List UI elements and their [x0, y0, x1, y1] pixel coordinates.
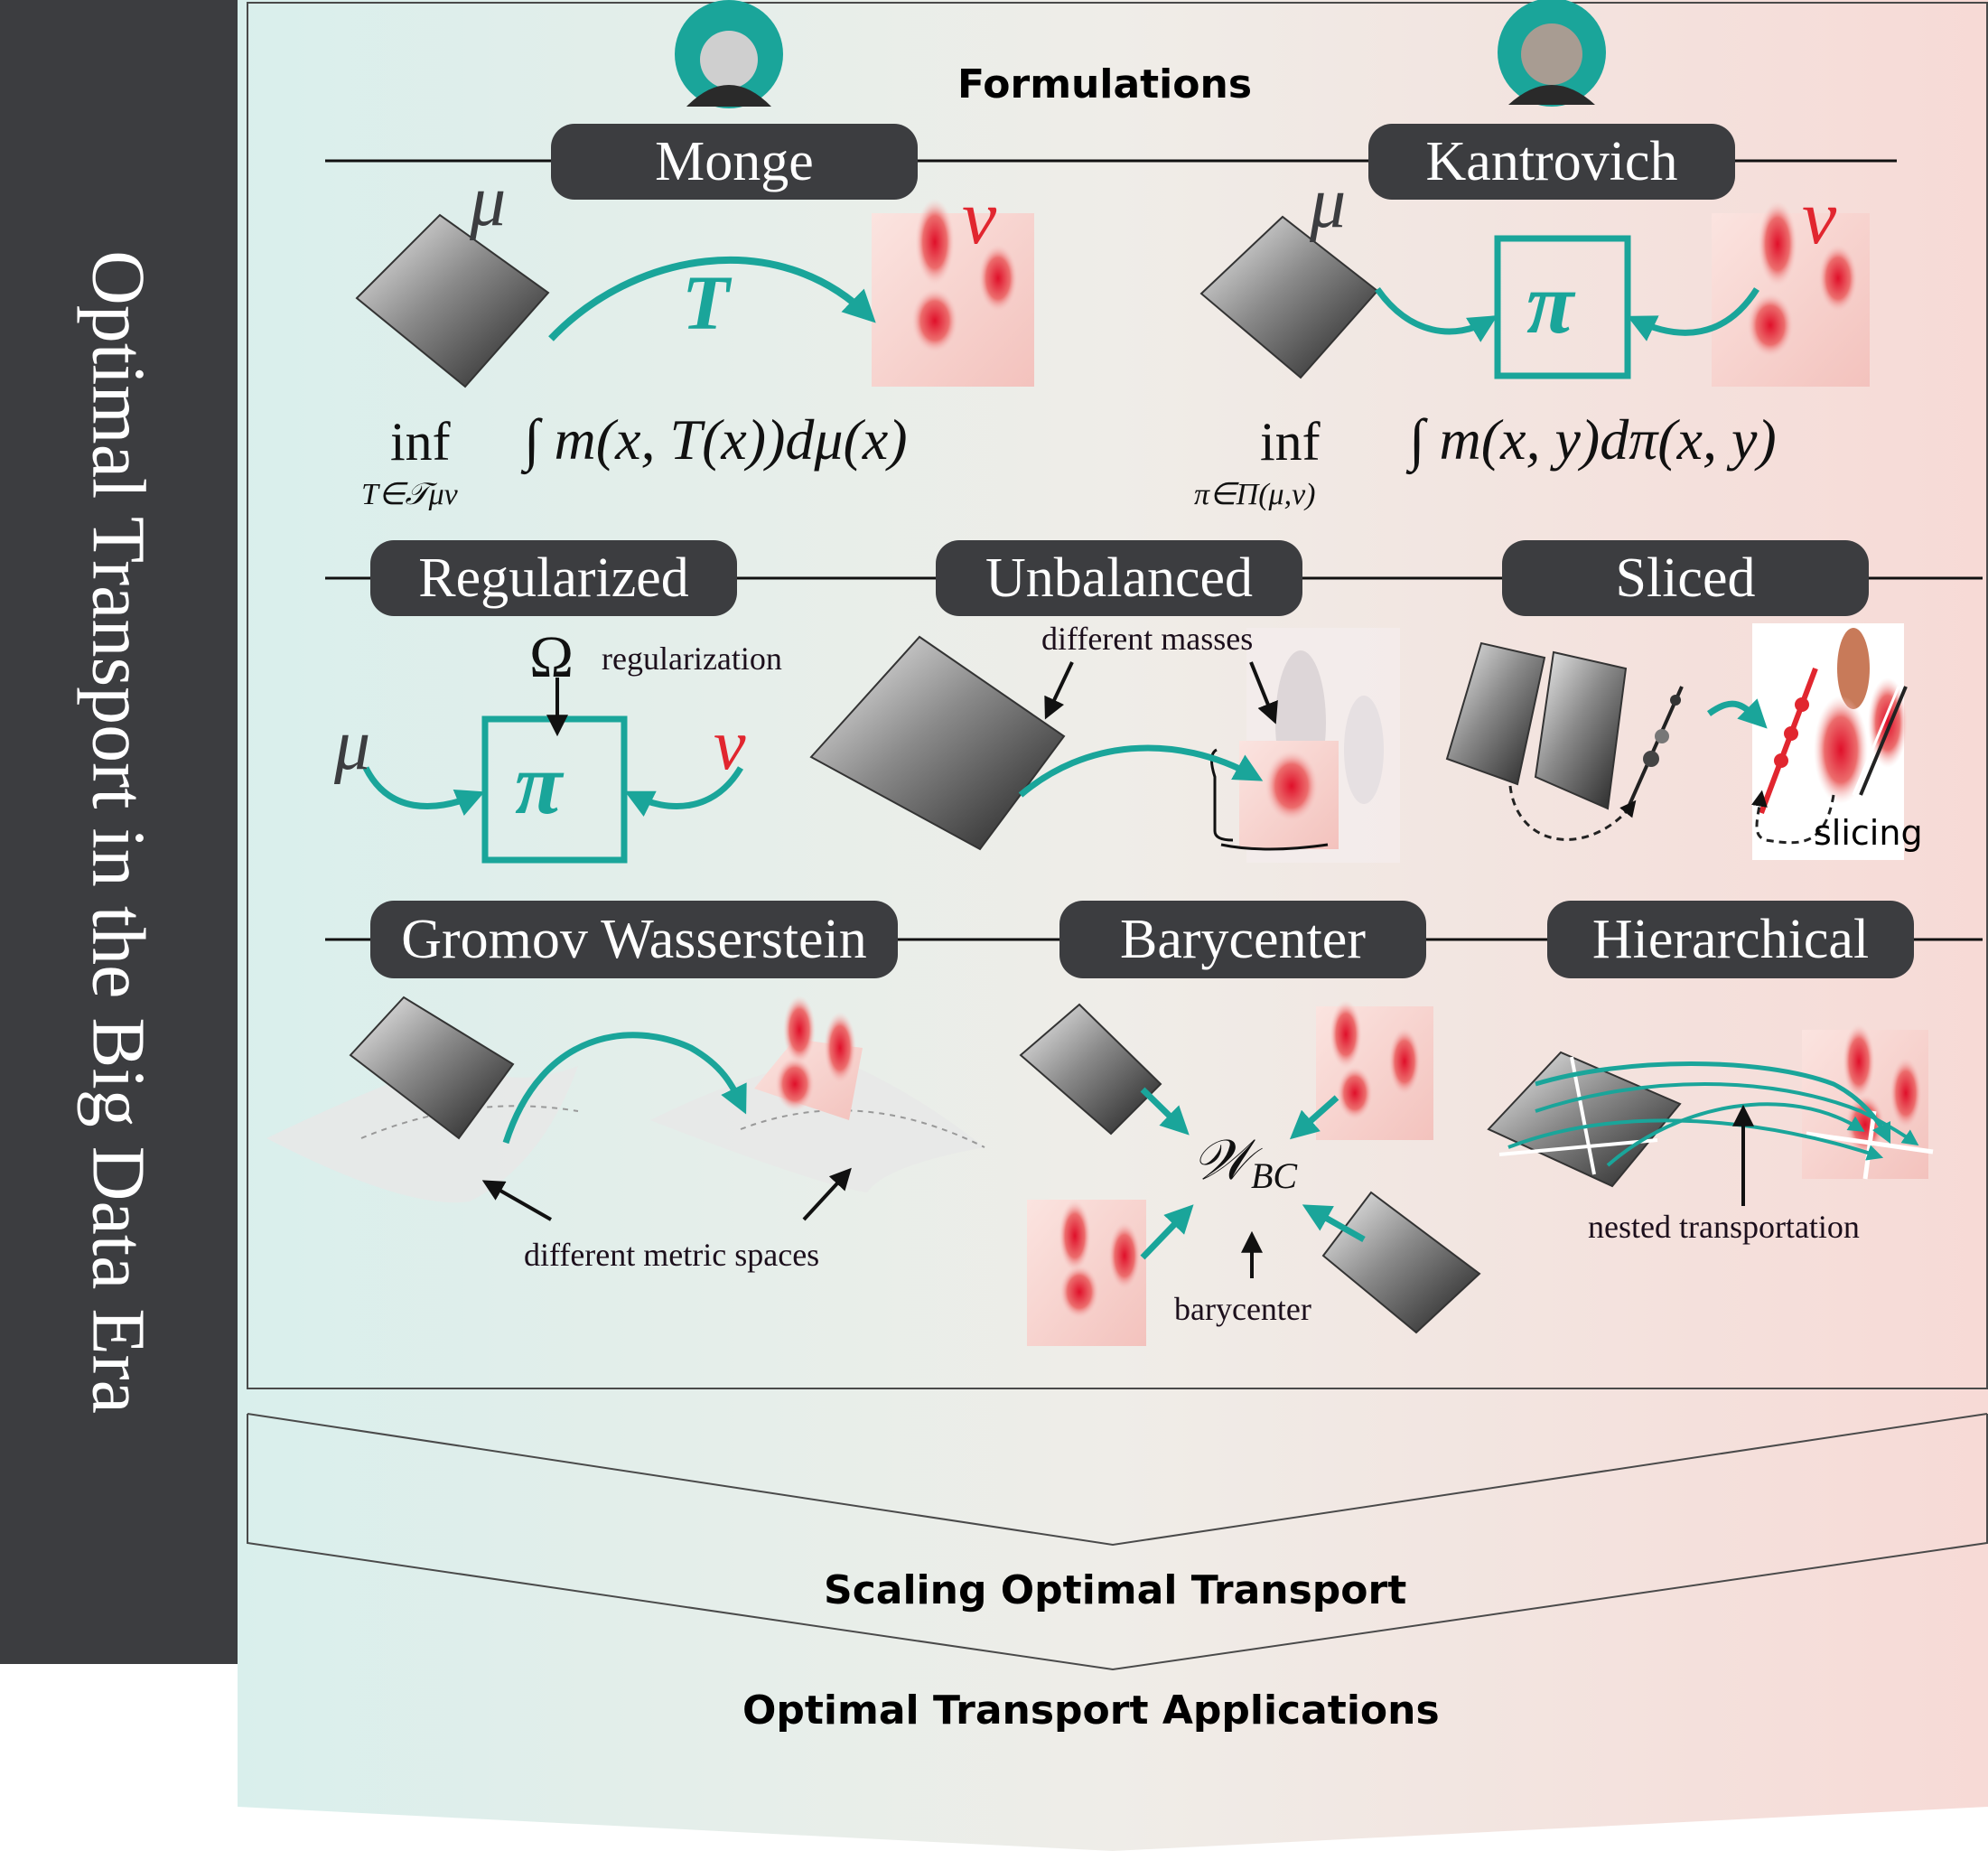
applications-heading: Optimal Transport Applications — [742, 1687, 1440, 1734]
sidebar: Optimal Transport in the Big Data Era — [0, 0, 238, 1664]
monge-map-T: T — [682, 259, 730, 346]
kantorovich-nu: ν — [1802, 173, 1837, 260]
barycenter-symbol-w: 𝒲 — [1192, 1130, 1251, 1192]
monge-formula-body: ∫ m(x, T(x))dμ(x) — [524, 407, 908, 472]
regularized-nu: ν — [714, 706, 746, 785]
kantorovich-formula-sub: π∈Π(μ,ν) — [1194, 478, 1316, 511]
kantorovich-formula-inf: inf — [1260, 412, 1321, 472]
regularized-mu: μ — [334, 706, 371, 785]
barycenter-symbol: 𝒲BC — [1192, 1129, 1297, 1197]
kantorovich-plan-pi: π — [1526, 255, 1574, 351]
label-monge: Monge — [551, 124, 918, 200]
regularized-plan-pi: π — [515, 735, 563, 832]
monge-formula-sub: T∈𝒯μν — [361, 478, 458, 511]
label-barycenter: Barycenter — [1059, 901, 1426, 978]
label-sliced: Sliced — [1502, 540, 1869, 616]
label-gromov-wasserstein: Gromov Wasserstein — [370, 901, 898, 978]
monge-nu: ν — [962, 173, 997, 260]
label-hierarchical: Hierarchical — [1547, 901, 1914, 978]
monge-target-surface — [872, 199, 1034, 387]
different-metric-spaces-annotation: different metric spaces — [524, 1237, 820, 1273]
monge-mu: μ — [470, 162, 507, 241]
kantorovich-mu: μ — [1310, 164, 1347, 243]
barycenter-annotation: barycenter — [1174, 1291, 1311, 1327]
regularization-annotation: regularization — [602, 640, 782, 677]
label-unbalanced: Unbalanced — [936, 540, 1302, 616]
barycenter-symbol-sub: BC — [1250, 1155, 1298, 1196]
regularized-omega: Ω — [529, 624, 574, 690]
monge-source-surface — [355, 213, 550, 388]
slicing-annotation: slicing — [1814, 813, 1923, 853]
nested-transportation-annotation: nested transportation — [1588, 1209, 1860, 1245]
label-kantorovich: Kantrovich — [1368, 124, 1735, 200]
scaling-heading: Scaling Optimal Transport — [824, 1567, 1407, 1613]
sidebar-title: Optimal Transport in the Big Data Era — [76, 250, 161, 1414]
formulations-heading: Formulations — [957, 61, 1253, 108]
kantorovich-formula-body: ∫ m(x, y)dπ(x, y) — [1409, 407, 1777, 472]
different-masses-annotation: different masses — [1041, 621, 1254, 657]
monge-formula-inf: inf — [390, 412, 451, 472]
label-regularized: Regularized — [370, 540, 737, 616]
